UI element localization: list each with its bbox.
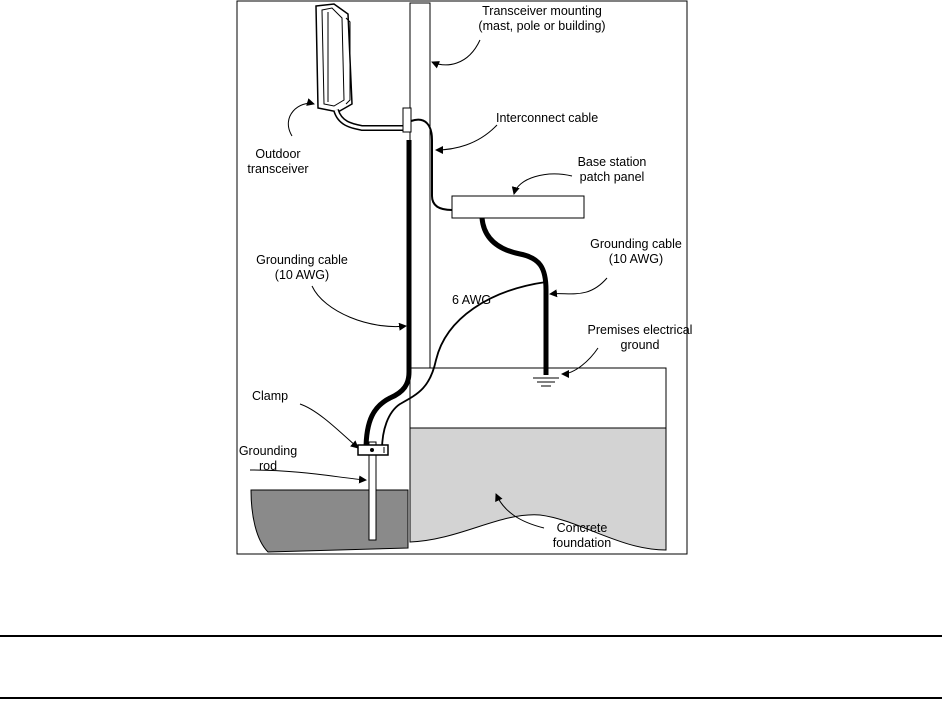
label-patch-1: Base station [578,155,647,169]
ground-right-arrow [550,278,607,294]
outdoor-transceiver [316,4,411,132]
patch-panel [452,196,584,218]
concrete-foundation [410,428,666,550]
label-premises-2: ground [621,338,660,352]
grounding-rod [369,442,376,540]
label-concrete-1: Concrete [557,521,608,535]
label-outdoor-2: transceiver [247,162,308,176]
earth [251,490,408,552]
ground-left-arrow [312,286,406,327]
label-ground-left-2: (10 AWG) [275,268,329,282]
mast [410,3,430,368]
label-ground-right-1: Grounding cable [590,237,682,251]
label-ground-right-2: (10 AWG) [609,252,663,266]
label-rod-2: rod [259,459,277,473]
clamp-arrow [300,404,358,448]
outdoor-arrow [288,103,314,136]
clamp [358,445,388,455]
foundation-wall [410,368,666,428]
label-concrete-2: foundation [553,536,611,550]
mounting-arrow [432,40,480,65]
label-interconnect: Interconnect cable [496,111,598,125]
label-patch-2: patch panel [580,170,645,184]
interconnect-arrow [436,125,497,150]
label-premises-1: Premises electrical [588,323,693,337]
label-mounting-2: (mast, pole or building) [478,19,605,33]
label-six-awg: 6 AWG [452,293,491,307]
label-mounting-1: Transceiver mounting [482,4,602,18]
patch-panel-arrow [514,174,572,194]
label-clamp: Clamp [252,389,288,403]
label-rod-1: Grounding [239,444,297,458]
label-ground-left-1: Grounding cable [256,253,348,267]
grounding-cable-right [482,218,546,375]
label-outdoor-1: Outdoor [255,147,300,161]
